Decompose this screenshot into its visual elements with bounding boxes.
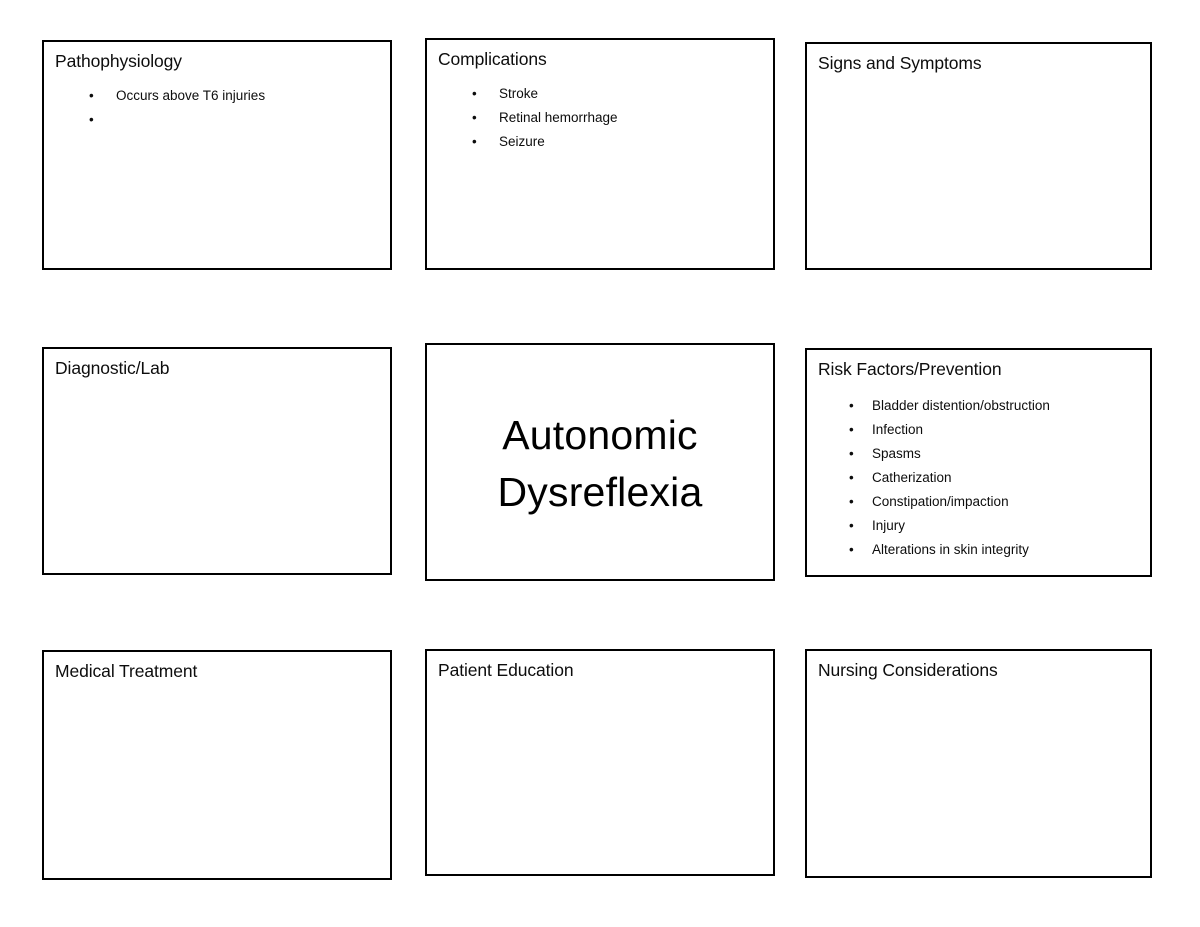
center-topic-title: Autonomic Dysreflexia (427, 407, 773, 521)
bullet-icon: • (472, 134, 477, 149)
list-item-label: Spasms (872, 446, 921, 461)
box-pathophysiology[interactable]: Pathophysiology • Occurs above T6 injuri… (42, 40, 392, 270)
list-item: • Constipation/impaction (807, 490, 1150, 514)
bullet-list-risk-factors-prevention: • Bladder distention/obstruction • Infec… (807, 394, 1150, 562)
box-title-complications: Complications (438, 49, 547, 69)
list-item: • Retinal hemorrhage (427, 106, 773, 130)
list-item: • Alterations in skin integrity (807, 538, 1150, 562)
box-title-medical-treatment: Medical Treatment (55, 661, 198, 681)
list-item: • Catherization (807, 466, 1150, 490)
bullet-icon: • (849, 518, 854, 533)
bullet-icon: • (849, 398, 854, 413)
list-item-label: Bladder distention/obstruction (872, 398, 1050, 413)
box-complications[interactable]: Complications • Stroke • Retinal hemorrh… (425, 38, 775, 270)
box-signs-and-symptoms[interactable]: Signs and Symptoms (805, 42, 1152, 270)
bullet-icon: • (89, 88, 94, 103)
box-center-topic[interactable]: Autonomic Dysreflexia (425, 343, 775, 581)
bullet-list-complications: • Stroke • Retinal hemorrhage • Seizure (427, 82, 773, 154)
list-item-label: Infection (872, 422, 924, 437)
box-title-pathophysiology: Pathophysiology (55, 51, 182, 71)
bullet-icon: • (89, 112, 94, 127)
bullet-icon: • (472, 86, 477, 101)
list-item-label: Constipation/impaction (872, 494, 1009, 509)
bullet-icon: • (849, 470, 854, 485)
box-diagnostic-lab[interactable]: Diagnostic/Lab (42, 347, 392, 575)
list-item: • Injury (807, 514, 1150, 538)
list-item: • Occurs above T6 injuries (44, 84, 390, 108)
list-item-label: Injury (872, 518, 906, 533)
box-title-patient-education: Patient Education (438, 660, 574, 680)
list-item-label: Alterations in skin integrity (872, 542, 1029, 557)
box-patient-education[interactable]: Patient Education (425, 649, 775, 876)
box-title-nursing-considerations: Nursing Considerations (818, 660, 998, 680)
bullet-list-pathophysiology: • Occurs above T6 injuries • (44, 84, 390, 127)
bullet-icon: • (849, 422, 854, 437)
list-item: • Infection (807, 418, 1150, 442)
list-item-label: Retinal hemorrhage (499, 110, 618, 125)
bullet-icon: • (849, 494, 854, 509)
center-topic-title-line-1: Autonomic (502, 412, 698, 458)
list-item-label: Occurs above T6 injuries (116, 88, 266, 103)
list-item-label: Stroke (499, 86, 539, 101)
list-item: • Stroke (427, 82, 773, 106)
box-title-risk-factors-prevention: Risk Factors/Prevention (818, 359, 1002, 379)
bullet-icon: • (849, 446, 854, 461)
box-title-diagnostic-lab: Diagnostic/Lab (55, 358, 170, 378)
list-item: • Spasms (807, 442, 1150, 466)
box-nursing-considerations[interactable]: Nursing Considerations (805, 649, 1152, 878)
bullet-icon: • (849, 542, 854, 557)
box-risk-factors-prevention[interactable]: Risk Factors/Prevention • Bladder disten… (805, 348, 1152, 577)
list-item: • Seizure (427, 130, 773, 154)
list-item-label: Catherization (872, 470, 952, 485)
list-item: • Bladder distention/obstruction (807, 394, 1150, 418)
box-title-signs-and-symptoms: Signs and Symptoms (818, 53, 982, 73)
center-topic-title-line-2: Dysreflexia (497, 469, 703, 515)
list-item-label: Seizure (499, 134, 545, 149)
bullet-icon: • (472, 110, 477, 125)
box-medical-treatment[interactable]: Medical Treatment (42, 650, 392, 880)
